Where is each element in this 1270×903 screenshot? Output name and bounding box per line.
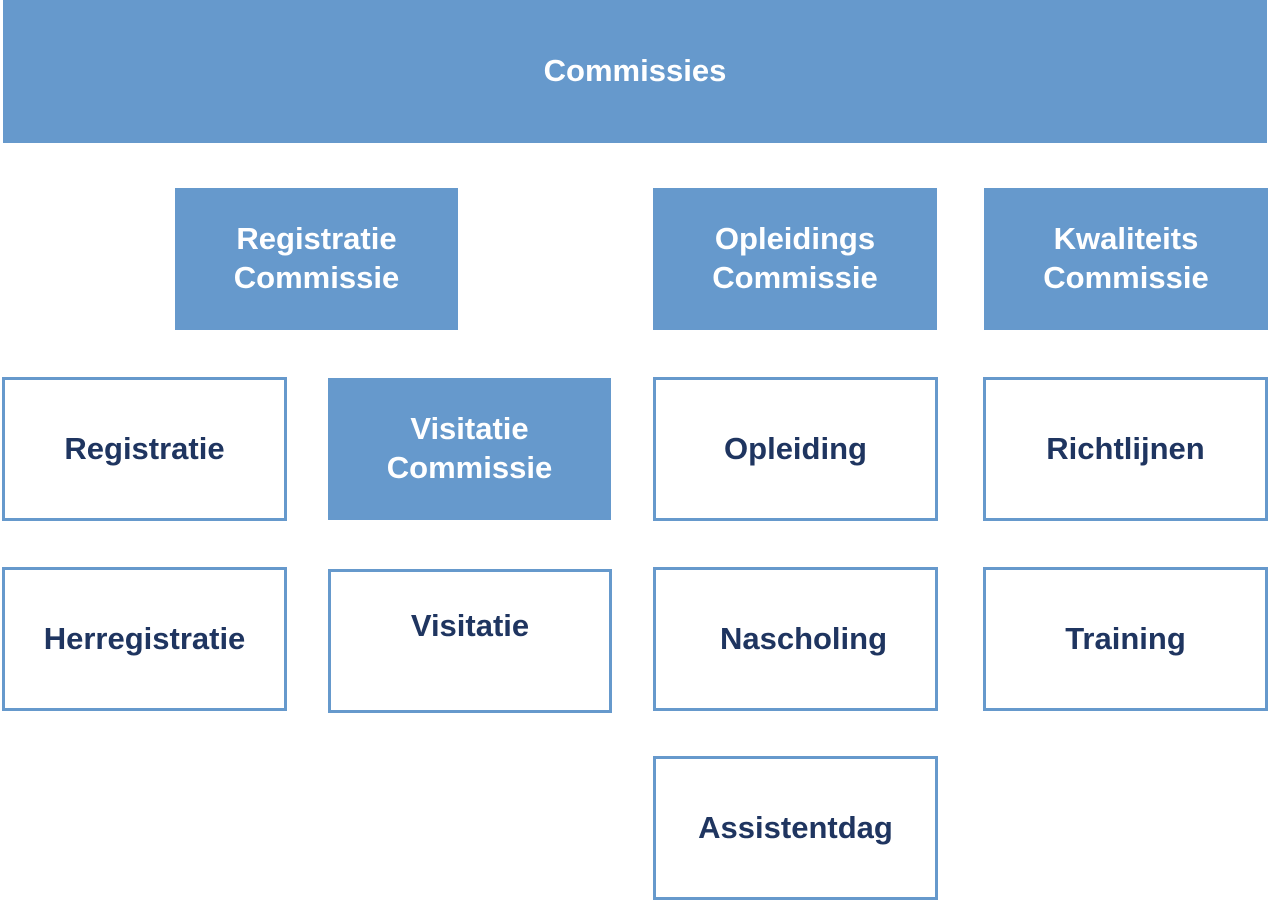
training-box: Training xyxy=(983,567,1268,711)
registratie-commissie-line2: Commissie xyxy=(233,260,400,295)
richtlijnen-box: Richtlijnen xyxy=(983,377,1268,521)
registratie-label: Registratie xyxy=(64,430,225,466)
registratie-box: Registratie xyxy=(2,377,287,521)
training-label: Training xyxy=(1065,620,1186,656)
visitatie-commissie-line1: Visitatie xyxy=(410,411,529,447)
visitatie-label: Visitatie xyxy=(410,607,530,643)
registratie-commissie-box: Registratie Commissie xyxy=(175,188,458,330)
herregistratie-box: Herregistratie xyxy=(2,567,287,711)
assistentdag-box: Assistentdag xyxy=(653,756,938,900)
opleidings-commissie-line1: Opleidings xyxy=(714,221,876,257)
nascholing-label: Nascholing xyxy=(719,620,888,656)
registratie-commissie-line1: Registratie xyxy=(236,221,397,257)
richtlijnen-label: Richtlijnen xyxy=(1046,430,1205,466)
opleiding-label: Opleiding xyxy=(724,430,867,466)
visitatie-commissie-line2: Commissie xyxy=(386,450,553,485)
root-commissies-box: Commissies xyxy=(3,0,1267,143)
kwaliteits-commissie-line1: Kwaliteits xyxy=(1053,221,1199,257)
opleidings-commissie-line2: Commissie xyxy=(712,260,878,295)
visitatie-box: Visitatie xyxy=(328,569,612,713)
root-label: Commissies xyxy=(543,53,727,89)
assistentdag-label: Assistentdag xyxy=(698,809,893,845)
nascholing-box: Nascholing xyxy=(653,567,938,711)
opleiding-box: Opleiding xyxy=(653,377,938,521)
kwaliteits-commissie-box: Kwaliteits Commissie xyxy=(984,188,1268,330)
herregistratie-label: Herregistratie xyxy=(43,620,246,656)
kwaliteits-commissie-line2: Commissie xyxy=(1043,260,1209,295)
visitatie-commissie-box: Visitatie Commissie xyxy=(328,378,611,520)
opleidings-commissie-box: Opleidings Commissie xyxy=(653,188,937,330)
